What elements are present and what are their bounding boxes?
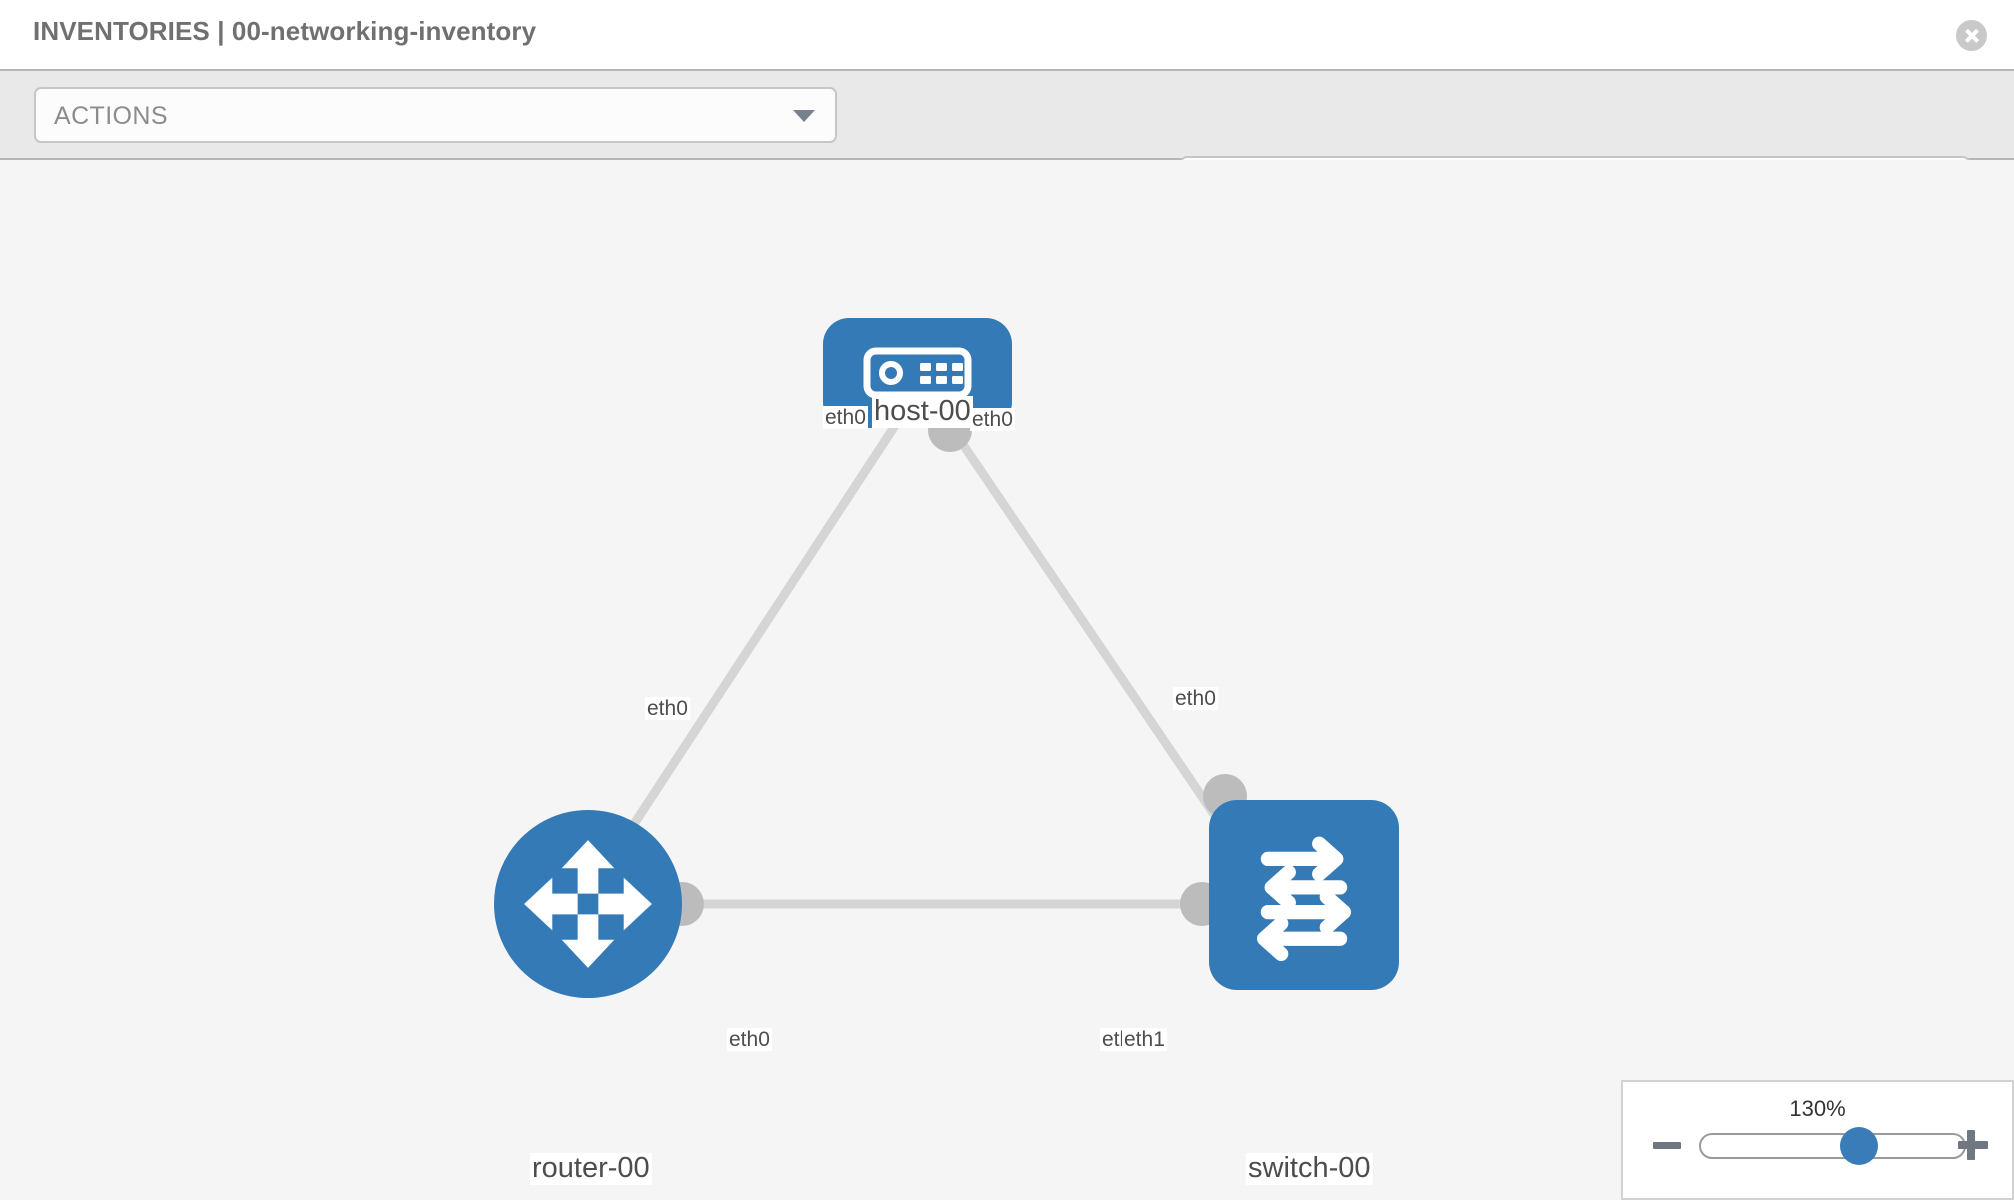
zoom-slider[interactable] [1699,1127,1966,1165]
topology-links [612,413,1250,909]
toolbar: ACTIONS SEARCH [0,69,2014,212]
actions-dropdown-label: ACTIONS [54,102,168,130]
node-label-host-00: host-00 [872,395,973,428]
node-router-00[interactable] [494,810,682,998]
server-icon [863,347,972,399]
switch-icon [1256,836,1352,962]
page-title: INVENTORIES | 00-networking-inventory [33,16,537,46]
zoom-out-button[interactable] [1651,1128,1685,1162]
plus-icon-v [1967,1130,1975,1160]
minus-icon [1653,1142,1681,1149]
zoom-level-value: 130% [1789,1096,1846,1121]
topology-canvas[interactable]: host-00 router-00 switch-00 eth0 eth0 et… [0,160,2014,1200]
zoom-in-button[interactable] [1956,1128,1990,1162]
node-label-switch-00: switch-00 [1246,1152,1373,1185]
iface-label-switch-left-eth1: eth1 [1122,1028,1167,1052]
router-icon [524,840,652,968]
actions-dropdown[interactable]: ACTIONS [34,87,837,143]
iface-label-host-right: eth0 [970,408,1015,432]
iface-label-router-uplink: eth0 [645,697,690,721]
zoom-slider-thumb[interactable] [1839,1127,1878,1165]
iface-label-router-right: eth0 [727,1028,772,1052]
chevron-down-icon [793,110,815,122]
node-label-router-00: router-00 [530,1152,652,1185]
page-header: INVENTORIES | 00-networking-inventory [0,0,2014,69]
iface-label-host-left: eth0 [823,406,868,430]
link-host-switch [940,413,1250,865]
node-switch-00[interactable] [1209,800,1399,990]
zoom-control-panel: 130% [1621,1080,2014,1200]
link-router-host [612,413,905,855]
iface-label-switch-uplink: eth0 [1173,687,1218,711]
close-icon[interactable] [1956,20,1987,51]
